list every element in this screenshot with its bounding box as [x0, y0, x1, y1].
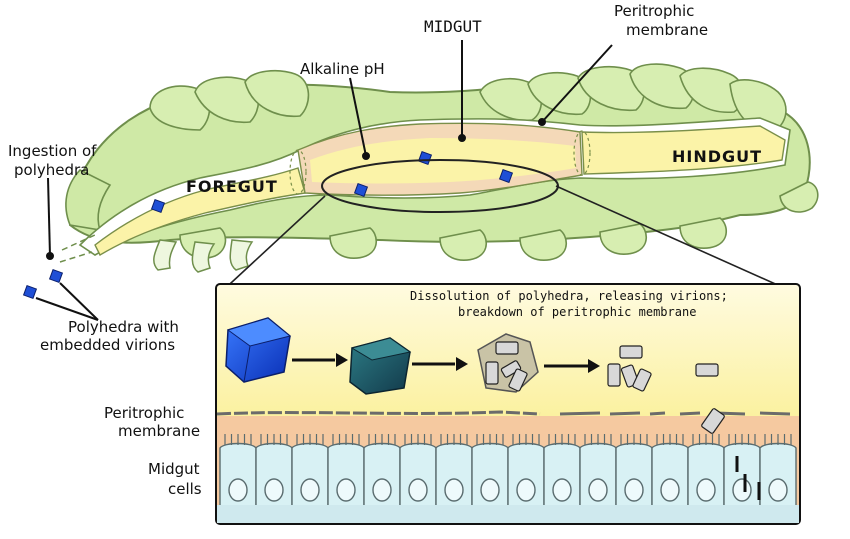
polyhedron-intact: [225, 317, 292, 383]
microvilli: [728, 434, 756, 445]
cell-nucleus: [228, 478, 248, 502]
midgut-cells: [219, 434, 797, 509]
polyhedron-dissolving: [349, 337, 412, 395]
arrow-1: [292, 353, 348, 367]
polyhedron-midgut-2: [353, 182, 369, 198]
inset-panel: [215, 283, 801, 525]
microvilli: [260, 434, 288, 445]
polyhedron-midgut-3: [498, 168, 514, 184]
cell-nucleus: [300, 478, 320, 502]
microvilli: [368, 434, 396, 445]
microvilli: [404, 434, 432, 445]
cell-nucleus: [660, 478, 680, 502]
dissolution-line1: Dissolution of polyhedra, releasing viri…: [410, 289, 728, 303]
cell-nucleus: [732, 478, 752, 502]
cell-nucleus: [588, 478, 608, 502]
microvilli: [764, 434, 792, 445]
polyhedra-line2: embedded virions: [40, 336, 175, 354]
foregut-label: FOREGUT: [186, 177, 278, 196]
cell-nucleus: [408, 478, 428, 502]
microvilli: [584, 434, 612, 445]
virions-in-cells: [735, 456, 761, 500]
cell-nucleus: [336, 478, 356, 502]
microvilli: [692, 434, 720, 445]
microvilli: [296, 434, 324, 445]
callout-lines: [35, 40, 613, 321]
cell-nucleus: [444, 478, 464, 502]
peritrophic-top-line2: membrane: [626, 21, 708, 39]
alkaline-label: Alkaline pH: [300, 60, 385, 78]
polyhedron-outside-2: [22, 284, 38, 300]
microvilli: [224, 434, 252, 445]
midgut-cells-line1: Midgut: [148, 460, 200, 478]
labels: MIDGUT Peritrophic membrane Alkaline pH …: [8, 2, 762, 498]
cell-nucleus: [372, 478, 392, 502]
polyhedron-breaking: [477, 333, 539, 393]
peritrophic-top-line1: Peritrophic: [614, 2, 694, 20]
cell-nucleus: [264, 478, 284, 502]
cell-nucleus: [552, 478, 572, 502]
ingestion-line2: polyhedra: [14, 161, 89, 179]
peritrophic-left-line1: Peritrophic: [104, 404, 184, 422]
arrow-2: [412, 357, 468, 371]
hindgut-label: HINDGUT: [672, 147, 762, 166]
cell-nucleus: [768, 478, 788, 502]
polyhedron-outside-1: [48, 268, 64, 284]
midgut-label: MIDGUT: [424, 17, 482, 36]
microvilli: [476, 434, 504, 445]
cell-nucleus: [624, 478, 644, 502]
microvilli: [620, 434, 648, 445]
microvilli: [332, 434, 360, 445]
released-virions: [607, 345, 725, 434]
arrow-3: [544, 359, 600, 373]
polyhedra-line1: Polyhedra with: [68, 318, 179, 336]
cell-nucleus: [516, 478, 536, 502]
zoom-indicator: [217, 159, 801, 296]
microvilli: [440, 434, 468, 445]
dissolution-sequence: [225, 317, 761, 500]
microvilli: [548, 434, 576, 445]
polyhedron-foregut: [150, 198, 166, 214]
microvilli: [656, 434, 684, 445]
microvilli: [512, 434, 540, 445]
cell-nucleus: [696, 478, 716, 502]
cell-nucleus: [480, 478, 500, 502]
ingestion-line1: Ingestion of: [8, 142, 97, 160]
peritrophic-left-line2: membrane: [118, 422, 200, 440]
midgut-cells-line2: cells: [168, 480, 202, 498]
dissolution-line2: breakdown of peritrophic membrane: [458, 305, 696, 319]
